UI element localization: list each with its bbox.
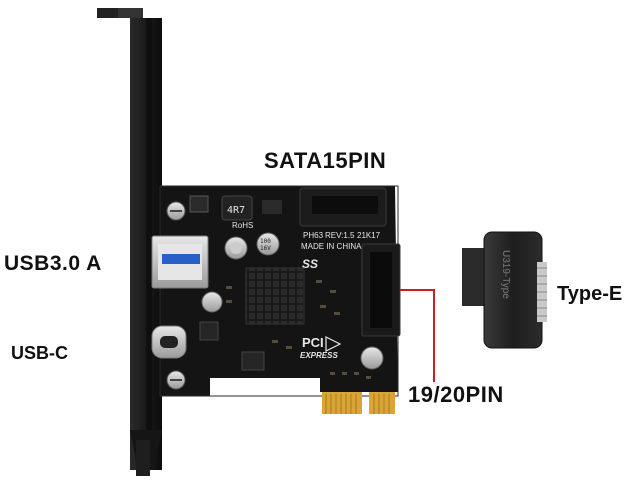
type-e-label: Type-E xyxy=(557,283,623,305)
board-silkscreen: PH63 REV:1.5 21K17 MADE IN CHINA SS RoHS xyxy=(232,221,381,271)
cap-voltage: 16V xyxy=(260,245,271,252)
screw-bottom xyxy=(166,370,186,390)
chip xyxy=(199,321,219,341)
pin-header-label: 19/20PIN xyxy=(408,382,504,407)
sata-power-connector xyxy=(299,187,387,227)
leader-line xyxy=(400,289,435,382)
model-text: PH63 xyxy=(303,231,324,240)
controller-heatsink xyxy=(245,267,305,325)
rohs-text: RoHS xyxy=(232,221,253,230)
date-text: 21K17 xyxy=(357,231,381,240)
smd-components xyxy=(226,280,371,379)
usb-a-port xyxy=(151,235,209,289)
capacitor xyxy=(201,291,223,313)
screw-top xyxy=(166,201,186,221)
cap-value: 100 xyxy=(260,238,271,245)
usb-19-20-pin-header xyxy=(361,243,401,337)
pcie-gold-fingers xyxy=(322,392,395,414)
type-e-adapter: U319-Type xyxy=(462,231,547,349)
usb3-label: USB3.0 A xyxy=(4,252,102,275)
usbc-label: USB-C xyxy=(11,343,68,363)
svg-text:PCI: PCI xyxy=(302,335,324,350)
capacitor: 100 16V xyxy=(256,232,280,256)
capacitor xyxy=(224,236,248,260)
pci-express-logo: PCI EXPRESS xyxy=(300,335,342,360)
usb-c-port xyxy=(151,325,187,359)
chip xyxy=(262,200,282,214)
chip xyxy=(189,195,209,213)
svg-text:EXPRESS: EXPRESS xyxy=(300,351,338,360)
capacitor xyxy=(360,346,384,370)
inductor-label: 4R7 xyxy=(227,205,245,216)
sata-label: SATA15PIN xyxy=(264,148,387,173)
chip xyxy=(241,351,265,371)
made-in-text: MADE IN CHINA xyxy=(301,242,362,251)
rev-text: REV:1.5 xyxy=(325,231,355,240)
adapter-text: U319-Type xyxy=(500,250,511,299)
superspeed-logo: SS xyxy=(302,257,318,271)
inductor: 4R7 xyxy=(221,195,253,221)
